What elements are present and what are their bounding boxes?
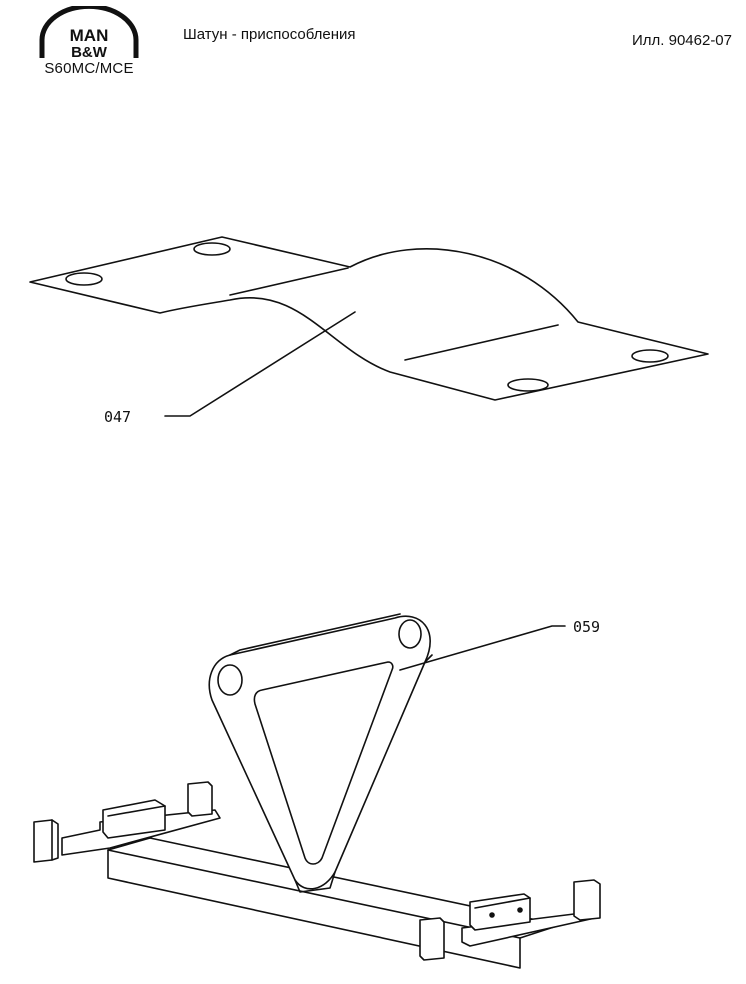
man-bw-logo-icon: MAN B&W — [39, 6, 139, 61]
plate-hole — [193, 242, 231, 256]
plate-hole — [631, 349, 669, 363]
callout-label-059: 059 — [573, 618, 600, 636]
leader-059 — [399, 625, 566, 671]
lifting-eye-hole — [217, 664, 243, 696]
man-bw-logo: MAN B&W S60MC/MCE — [34, 6, 144, 86]
lifting-eye-hole — [398, 619, 422, 649]
plate-fold-line — [229, 267, 349, 296]
leader-047 — [164, 311, 356, 417]
logo-line-bw: B&W — [71, 44, 108, 61]
page-title: Шатун - приспособления — [183, 26, 356, 43]
part-047-plate — [29, 236, 709, 401]
plate-hole — [65, 272, 103, 286]
logo-line-man: MAN — [70, 26, 109, 45]
figure-reference: Илл. 90462-07 — [631, 32, 732, 49]
callout-label-047: 047 — [104, 408, 131, 426]
plate-hole — [507, 378, 549, 392]
plate-fold-line — [404, 324, 559, 361]
part-059-lifting-frame — [33, 613, 601, 969]
engine-model: S60MC/MCE — [44, 60, 134, 77]
